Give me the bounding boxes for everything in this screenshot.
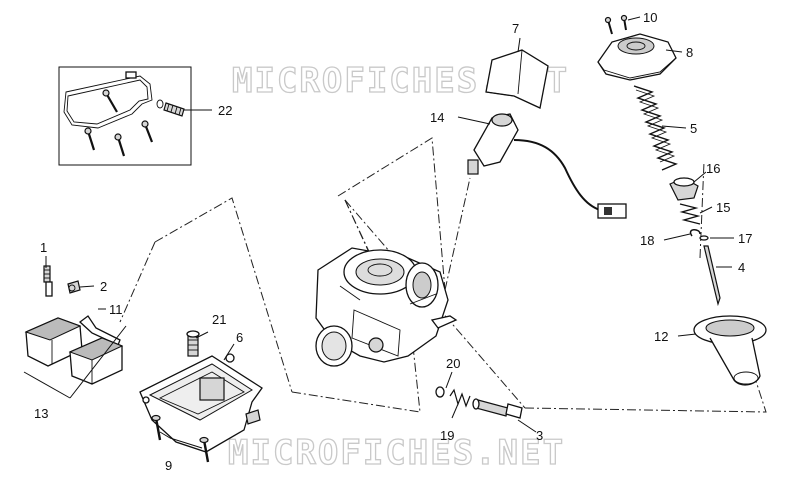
callout-10: 10	[643, 10, 657, 25]
carburetor-body	[315, 247, 458, 367]
part-3-idle-screw	[472, 398, 523, 419]
callout-15: 15	[716, 200, 730, 215]
callout-9: 9	[165, 458, 172, 473]
callout-4: 4	[738, 260, 745, 275]
part-12-slide	[693, 315, 767, 386]
callout-13: 13	[34, 406, 48, 421]
part-7-cover	[485, 49, 549, 109]
part-19-spring	[449, 388, 471, 408]
callout-7: 7	[512, 21, 519, 36]
part-9-screws	[151, 414, 210, 463]
callout-3: 3	[536, 428, 543, 443]
callout-22: 22	[218, 103, 232, 118]
part-8-top-cap	[597, 33, 677, 81]
leader-lines	[23, 16, 734, 449]
part-13-float	[24, 317, 124, 385]
part-21-main-jet	[186, 330, 200, 357]
part-16-needle-holder	[669, 177, 699, 201]
callout-18: 18	[640, 233, 654, 248]
watermark-bottom: MICROFICHES.NET	[228, 433, 565, 473]
callout-8: 8	[686, 45, 693, 60]
callout-5: 5	[690, 121, 697, 136]
callout-14: 14	[430, 110, 444, 125]
part-22-gasket-screw-kit	[58, 66, 192, 166]
callout-6: 6	[236, 330, 243, 345]
callout-11: 11	[109, 302, 123, 317]
part-4-needle	[703, 245, 721, 307]
part-20-oring	[435, 386, 445, 398]
part-17-washer	[699, 235, 709, 241]
part-18-clip	[689, 229, 701, 237]
callout-12: 12	[654, 329, 668, 344]
callout-16: 16	[706, 161, 720, 176]
part-1-screw	[43, 265, 53, 297]
callout-21: 21	[212, 312, 226, 327]
part-10-screws	[604, 14, 628, 35]
part-14-choke	[467, 113, 627, 219]
callout-2: 2	[100, 279, 107, 294]
callout-17: 17	[738, 231, 752, 246]
part-6-float-bowl	[139, 353, 263, 453]
part-2-plug	[67, 280, 81, 294]
callout-numbers: 1 2 11 13 9 21 6 22 7 14 10 8 5 16 15 17…	[34, 10, 752, 473]
callout-20: 20	[446, 356, 460, 371]
part-11-pin	[78, 315, 121, 346]
part-5-spring	[633, 85, 678, 171]
callout-19: 19	[440, 428, 454, 443]
part-15-spring	[679, 203, 701, 225]
callout-1: 1	[40, 240, 47, 255]
